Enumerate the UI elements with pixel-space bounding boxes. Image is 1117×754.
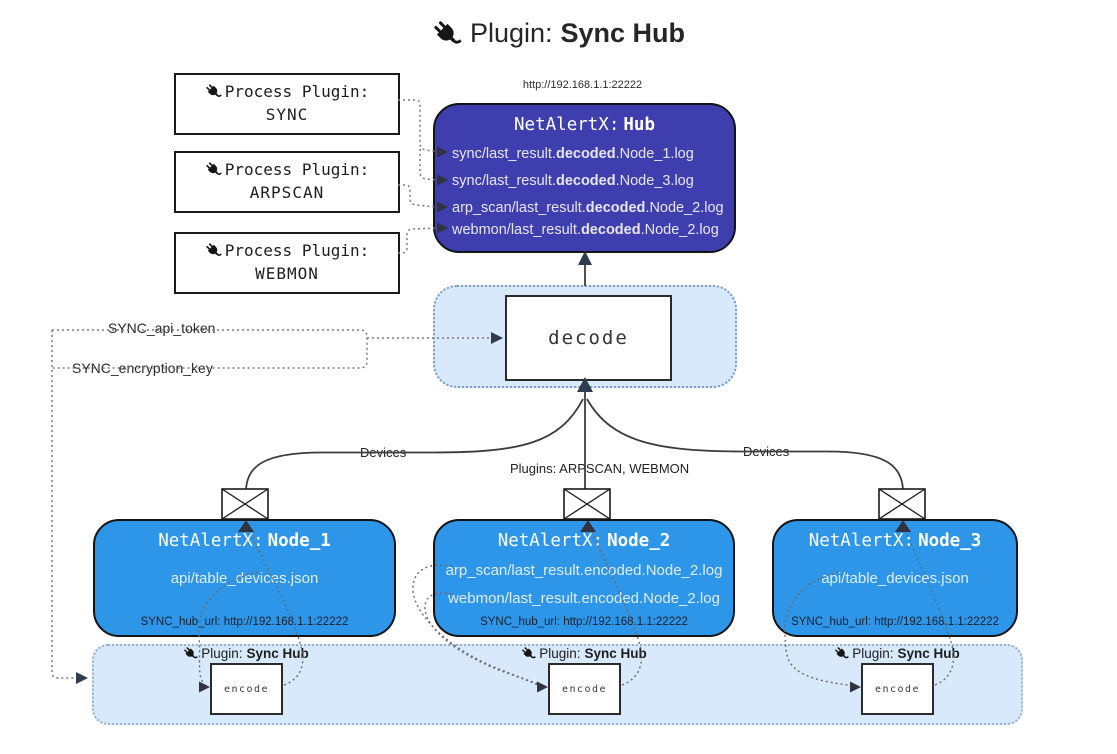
title-prefix: Plugin:	[469, 18, 553, 48]
process-plugin-arpscan-box: Process Plugin: ARPSCAN	[174, 151, 400, 213]
node-3-box: NetAlertX:Node_3 api/table_devices.json …	[772, 519, 1018, 637]
decode-box: decode	[505, 295, 672, 381]
encode-box-2: encode	[548, 663, 621, 715]
band-plugin-label-1: Plugin:Sync Hub	[176, 646, 316, 661]
devices-left-label: Devices	[355, 445, 412, 460]
title-name: Sync Hub	[560, 18, 686, 48]
node-2-file: webmon/last_result.encoded.Node_2.log	[448, 590, 720, 607]
envelope-icon	[878, 488, 926, 520]
plugins-center-label: Plugins: ARPSCAN, WEBMON	[505, 461, 695, 476]
node-2-box: NetAlertX:Node_2 arp_scan/last_result.en…	[433, 519, 735, 637]
hub-log-line: arp_scan/last_result.decoded.Node_2.log	[452, 200, 724, 216]
process-plugin-arpscan-header: Process Plugin:	[176, 160, 398, 179]
hub-log-line: sync/last_result.decoded.Node_1.log	[452, 146, 694, 162]
node-3-title: NetAlertX:Node_3	[808, 531, 982, 551]
node-1-hub-url: SYNC_hub_url: http://192.168.1.1:22222	[140, 616, 349, 628]
plug-icon	[521, 646, 536, 661]
process-plugin-webmon-header: Process Plugin:	[176, 241, 398, 260]
hub-title: NetAlertX:Hub	[435, 115, 734, 135]
sync-encryption-key-label: SYNC_encryption_key	[68, 360, 217, 376]
plugin-to-hub-connectors	[398, 99, 439, 254]
process-plugin-name: WEBMON	[255, 264, 319, 283]
plug-icon	[183, 646, 198, 661]
band-plugin-label-3: Plugin:Sync Hub	[827, 646, 967, 661]
node-2-hub-url: SYNC_hub_url: http://192.168.1.1:22222	[480, 616, 688, 628]
node-1-title: NetAlertX:Node_1	[158, 531, 331, 551]
envelope-icons	[221, 488, 926, 520]
hub-log-line: sync/last_result.decoded.Node_3.log	[452, 173, 694, 189]
hub-title-name: Hub	[623, 115, 655, 135]
hub-log-line: webmon/last_result.decoded.Node_2.log	[452, 222, 719, 238]
node-3-file: api/table_devices.json	[821, 570, 969, 587]
envelope-icon	[221, 488, 269, 520]
process-plugin-label: Process Plugin:	[224, 82, 370, 101]
hub-url-label: http://192.168.1.1:22222	[522, 79, 643, 91]
encode-box-3: encode	[861, 663, 934, 715]
encode-box-1: encode	[210, 663, 283, 715]
node-1-box: NetAlertX:Node_1 api/table_devices.json …	[93, 519, 396, 637]
process-plugin-webmon-box: Process Plugin: WEBMON	[174, 232, 400, 294]
plug-icon	[834, 646, 849, 661]
plug-icon	[205, 161, 222, 178]
process-plugin-sync-header: Process Plugin:	[176, 82, 398, 101]
hub-title-prefix: NetAlertX:	[514, 115, 620, 135]
process-plugin-sync-box: Process Plugin: SYNC	[174, 73, 400, 135]
page-title: Plugin: Sync Hub	[0, 18, 1117, 49]
plug-icon	[205, 83, 222, 100]
process-plugin-label: Process Plugin:	[224, 160, 370, 179]
sync-api-token-label: SYNC_api_token	[104, 320, 220, 336]
node-1-file: api/table_devices.json	[170, 570, 319, 587]
node-2-file: arp_scan/last_result.encoded.Node_2.log	[445, 562, 723, 579]
band-plugin-label-2: Plugin:Sync Hub	[514, 646, 654, 661]
envelope-icon	[563, 488, 611, 520]
decode-to-hub-arrowhead	[578, 251, 592, 265]
devices-right-label: Devices	[738, 444, 795, 459]
node-3-hub-url: SYNC_hub_url: http://192.168.1.1:22222	[791, 616, 999, 628]
node-2-title: NetAlertX:Node_2	[497, 531, 671, 551]
process-plugin-name: SYNC	[265, 105, 309, 124]
plug-icon	[432, 19, 462, 49]
process-plugin-label: Process Plugin:	[224, 241, 370, 260]
plug-icon	[205, 242, 222, 259]
process-plugin-name: ARPSCAN	[249, 183, 325, 202]
hub-box: NetAlertX:Hub sync/last_result.decoded.N…	[433, 103, 736, 253]
